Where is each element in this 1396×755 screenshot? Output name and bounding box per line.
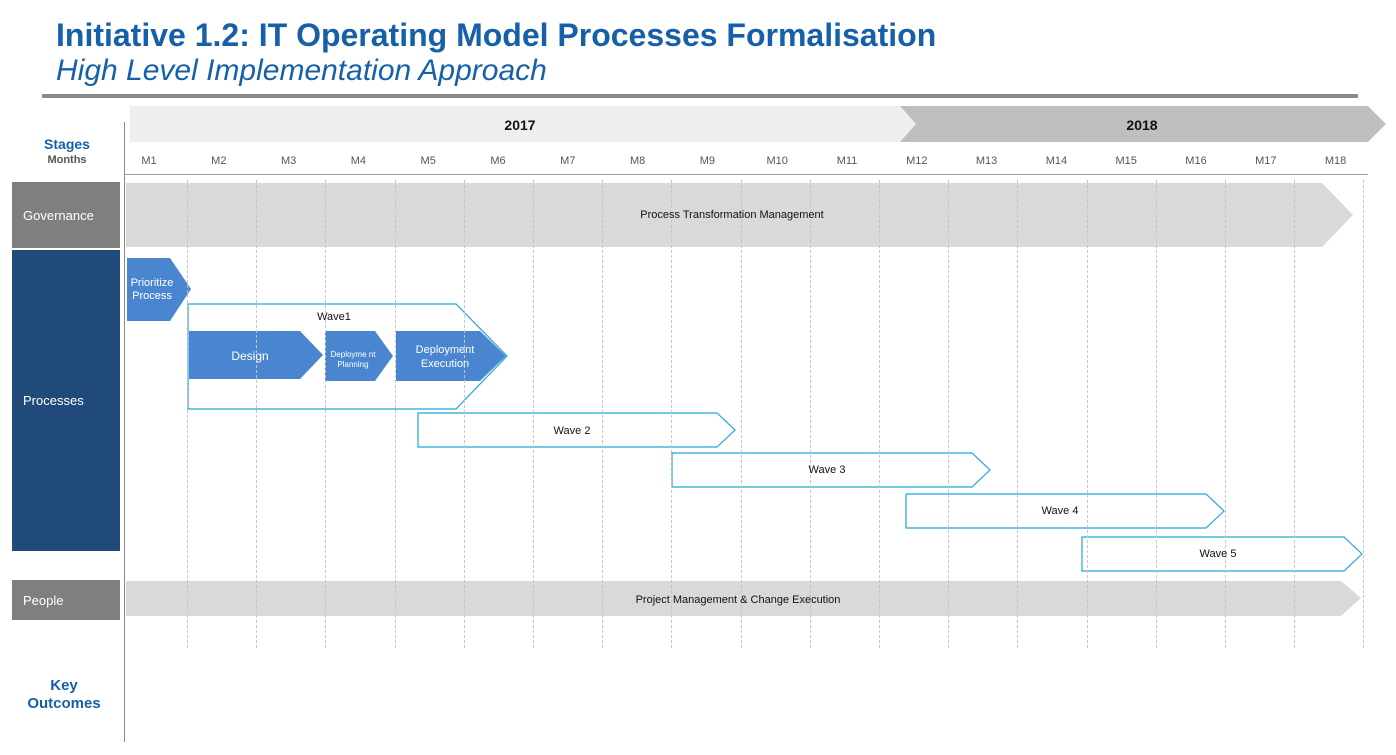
stage-processes-label: Processes [23, 393, 84, 408]
month-label: M15 [1115, 155, 1137, 167]
wave3-label: Wave 3 [808, 464, 846, 476]
month-label: M9 [699, 155, 716, 167]
title-divider [42, 94, 1358, 98]
month-label: M1 [141, 155, 157, 167]
stage-governance-label: Governance [23, 207, 94, 223]
wave2-label: Wave 2 [553, 425, 591, 437]
design-label: Design [231, 349, 269, 363]
page-title: Initiative 1.2: IT Operating Model Proce… [56, 17, 937, 53]
month-label: M10 [766, 155, 788, 167]
wave4-label: Wave 4 [1041, 505, 1079, 517]
gridline [187, 180, 188, 648]
project-management-label: Project Management & Change Execution [635, 594, 841, 606]
project-management-band [126, 581, 1361, 616]
stage-processes: Processes [12, 250, 120, 551]
wave2-arrow [417, 412, 736, 448]
key-outcomes-label: Key Outcomes [27, 677, 101, 712]
month-label: M4 [350, 155, 367, 167]
process-transformation-band [126, 183, 1353, 247]
gridline [1225, 180, 1226, 648]
gridline [1294, 180, 1296, 648]
wave5-arrow [1081, 536, 1363, 572]
month-label: M5 [420, 155, 436, 167]
deployment-execution-arrow [396, 331, 506, 381]
gridline [533, 180, 534, 648]
page-subtitle: High Level Implementation Approach [56, 54, 547, 87]
deployment-execution-label: Deployment Execution [415, 344, 475, 370]
month-label: M17 [1255, 155, 1277, 167]
gridline [671, 180, 673, 648]
gridline [948, 180, 950, 648]
gridline [1155, 180, 1157, 648]
month-label: M3 [280, 155, 297, 167]
process-transformation-label: Process Transformation Management [640, 209, 824, 221]
gridline [602, 180, 604, 648]
stage-governance: Governance [12, 182, 120, 248]
month-label: M16 [1185, 155, 1207, 167]
prioritize-process-label: Prioritize Process [130, 277, 174, 302]
month-label: M7 [560, 155, 576, 167]
design-arrow [189, 331, 323, 379]
gridline [1086, 180, 1088, 648]
gridline [325, 180, 327, 648]
vertical-axis-line [124, 122, 125, 742]
wave1-label: Wave1 [317, 311, 351, 323]
month-label: M14 [1045, 155, 1068, 167]
stage-people: People [12, 580, 120, 620]
month-label: M13 [975, 155, 998, 167]
month-label: M12 [906, 155, 928, 167]
year-2017-banner [130, 106, 916, 142]
month-label: M18 [1324, 155, 1347, 167]
year-2017-label: 2017 [504, 117, 536, 133]
gridline [740, 180, 742, 648]
month-label: M11 [836, 155, 858, 167]
deployment-planning-label: Deployme nt Planning [330, 350, 376, 369]
stages-label: Stages [44, 136, 90, 152]
month-label: M2 [211, 155, 227, 167]
months-label: Months [47, 154, 87, 166]
month-label: M8 [629, 155, 646, 167]
gridline [879, 180, 880, 648]
stage-people-label: People [23, 592, 64, 608]
month-divider [124, 174, 1368, 175]
gridline [394, 180, 396, 648]
deployment-planning-arrow [325, 331, 393, 381]
prioritize-process-arrow [127, 258, 191, 321]
gridline [809, 180, 811, 648]
month-label: M6 [490, 155, 506, 167]
year-2018-label: 2018 [1126, 117, 1158, 133]
gridline [1017, 180, 1019, 648]
wave5-label: Wave 5 [1199, 548, 1237, 560]
year-2018-banner [900, 106, 1386, 142]
gridline [256, 180, 258, 648]
gridline [1363, 180, 1365, 648]
gridline [463, 180, 465, 648]
